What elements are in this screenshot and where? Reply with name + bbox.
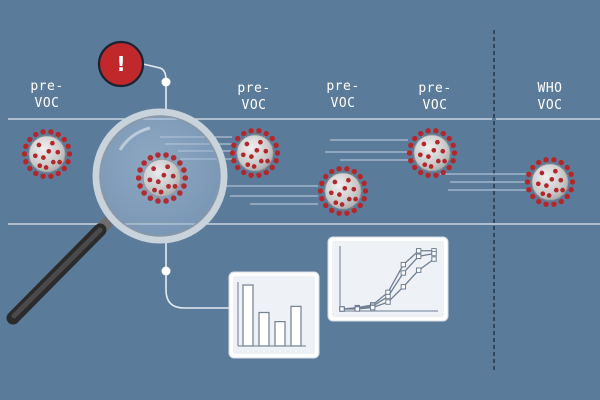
line-point	[431, 256, 437, 262]
alert-icon: !	[97, 40, 145, 88]
bar-3	[274, 321, 286, 347]
label-line2: VOC	[422, 98, 448, 113]
panel-connector	[165, 238, 229, 309]
label-line1: pre-	[326, 79, 360, 94]
virus-particle-3	[317, 165, 369, 217]
label-who-voc: WHO VOC	[515, 80, 585, 114]
label-pre-voc-2: pre- VOC	[219, 80, 289, 114]
alert-connector	[142, 63, 167, 116]
line-point	[415, 253, 422, 260]
line-point	[415, 267, 422, 273]
bar-chart-panel	[228, 271, 320, 359]
panel-node	[161, 266, 171, 276]
line-point	[385, 293, 391, 300]
virus-particle-4	[406, 127, 458, 179]
line-point	[385, 299, 391, 305]
line-chart-panel	[327, 236, 449, 322]
line-point	[354, 306, 361, 312]
line-point	[339, 306, 345, 312]
alert-symbol: !	[116, 52, 125, 76]
magnifying-glass-icon	[6, 108, 228, 325]
label-line1: pre-	[30, 79, 64, 94]
label-pre-voc-3: pre- VOC	[308, 78, 378, 112]
label-pre-voc-4: pre- VOC	[400, 80, 470, 114]
bar-2	[258, 311, 270, 347]
label-line2: VOC	[34, 96, 60, 111]
line-point	[431, 250, 437, 257]
virus-particle-2	[229, 127, 281, 179]
line-point	[400, 284, 407, 290]
label-line1: WHO	[537, 81, 563, 96]
label-line1: pre-	[418, 81, 452, 96]
bar-4	[290, 305, 302, 347]
virus-particle-5	[524, 156, 576, 208]
label-line2: VOC	[241, 98, 267, 113]
label-line2: VOC	[537, 98, 563, 113]
bar-1	[242, 284, 254, 347]
line-point	[415, 248, 422, 254]
virus-particle-1	[21, 128, 73, 180]
alert-node	[161, 77, 171, 87]
label-line2: VOC	[330, 96, 356, 111]
line-point	[400, 270, 407, 276]
label-pre-voc-1: pre- VOC	[12, 78, 82, 112]
line-point	[369, 304, 376, 311]
line-point	[400, 261, 407, 268]
label-line1: pre-	[237, 81, 271, 96]
